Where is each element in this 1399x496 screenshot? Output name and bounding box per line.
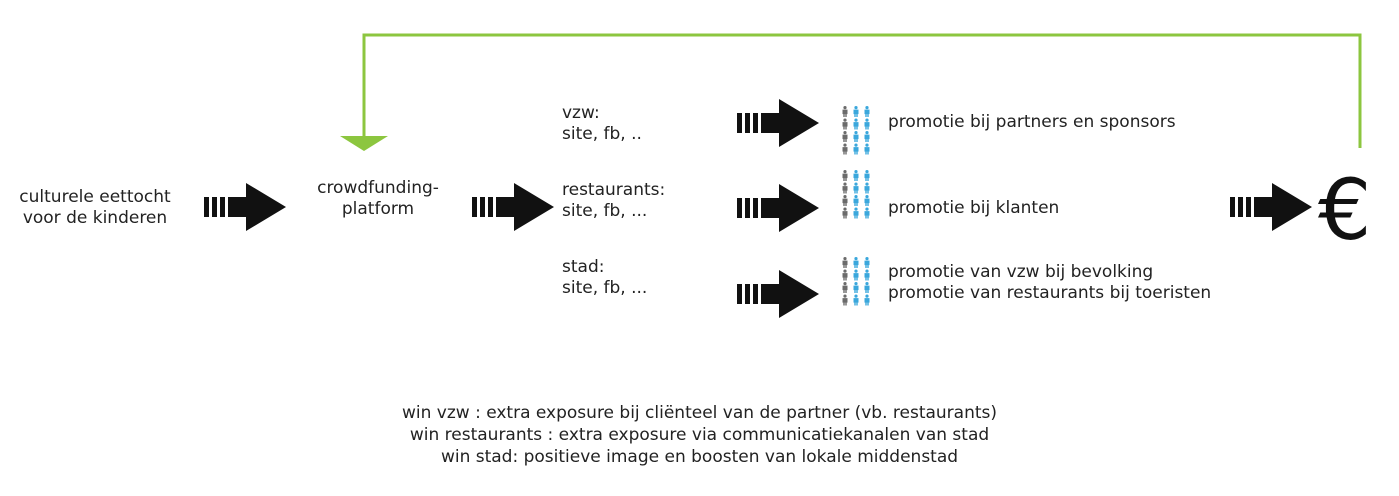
arrow-bar: [745, 198, 750, 218]
arrow-platform-to-channels: [472, 183, 554, 231]
note-stad: win stad: positieve image en boosten van…: [440, 447, 959, 467]
person-icon: [842, 207, 848, 219]
person-icon: [853, 269, 859, 281]
outcome-stad-label: promotie van vzw bij bevolking promotie …: [888, 262, 1212, 303]
person-icon: [853, 195, 859, 206]
arrow-bar: [472, 197, 477, 217]
person-icon: [864, 118, 870, 130]
person-icon: [864, 170, 870, 181]
person-icon: [842, 118, 848, 130]
outcome-vzw-label: promotie bij partners en sponsors: [888, 112, 1176, 132]
arrow-head: [1254, 183, 1312, 231]
feedback-loop: [340, 33, 1362, 151]
person-icon: [853, 170, 859, 181]
feedback-arrowhead: [340, 136, 388, 151]
arrow-bar: [737, 113, 742, 133]
person-icon: [853, 257, 859, 268]
arrow-bar: [1246, 197, 1251, 217]
arrow-bar: [480, 197, 485, 217]
arrow-bar: [212, 197, 217, 217]
arrow-bar: [753, 113, 758, 133]
person-icon: [842, 182, 848, 194]
person-icon: [842, 106, 848, 117]
note-restaurants: win restaurants : extra exposure via com…: [409, 425, 990, 445]
channel-stad-label: stad: site, fb, ...: [562, 257, 648, 298]
benefit-notes: win vzw : extra exposure bij cliënteel v…: [0, 402, 1399, 468]
platform-label: crowdfunding- platform: [317, 178, 439, 219]
person-icon: [853, 294, 859, 306]
arrow-bar: [204, 197, 209, 217]
arrow-bar: [1230, 197, 1235, 217]
arrow-bar: [745, 113, 750, 133]
note-vzw: win vzw : extra exposure bij cliënteel v…: [401, 403, 998, 423]
arrow-head: [761, 270, 819, 318]
person-icon: [842, 131, 848, 142]
arrow-bar: [737, 284, 742, 304]
person-icon: [864, 182, 870, 194]
person-icon: [853, 131, 859, 142]
arrow-head: [496, 183, 554, 231]
arrow-restaurants-to-people: [737, 184, 819, 232]
arrow-head: [761, 99, 819, 147]
person-icon: [842, 195, 848, 206]
person-icon: [864, 269, 870, 281]
person-icon: [864, 143, 870, 155]
person-icon: [864, 282, 870, 293]
person-icon: [853, 282, 859, 293]
arrow-stad-to-people: [737, 270, 819, 318]
person-icon: [853, 143, 859, 155]
euro-symbol: €: [1318, 161, 1372, 259]
person-icon: [842, 257, 848, 268]
source-label: culturele eettocht voor de kinderen: [19, 187, 171, 228]
person-icon: [864, 131, 870, 142]
arrow-bar: [745, 284, 750, 304]
arrow-vzw-to-people: [737, 99, 819, 147]
arrow-head: [761, 184, 819, 232]
person-icon: [842, 143, 848, 155]
person-icon: [864, 106, 870, 117]
person-icon: [853, 182, 859, 194]
person-icon: [864, 257, 870, 268]
arrow-bar: [753, 284, 758, 304]
channel-vzw-label: vzw: site, fb, ..: [562, 103, 642, 144]
channel-restaurants-label: restaurants: site, fb, ...: [562, 180, 666, 221]
people-group-restaurants: [842, 170, 870, 219]
arrow-to-euro: [1230, 183, 1312, 231]
arrow-bar: [220, 197, 225, 217]
feedback-line: [362, 33, 1362, 148]
person-icon: [864, 294, 870, 306]
person-icon: [842, 282, 848, 293]
person-icon: [864, 207, 870, 219]
outcome-restaurants-label: promotie bij klanten: [888, 198, 1060, 218]
arrow-bar: [488, 197, 493, 217]
arrow-head: [228, 183, 286, 231]
arrow-bar: [753, 198, 758, 218]
people-group-vzw: [842, 106, 870, 155]
people-group-stad: [842, 257, 870, 306]
person-icon: [864, 195, 870, 206]
person-icon: [842, 294, 848, 306]
arrow-bar: [737, 198, 742, 218]
person-icon: [853, 106, 859, 117]
arrow-bar: [1238, 197, 1243, 217]
arrow-source-to-platform: [204, 183, 286, 231]
person-icon: [842, 269, 848, 281]
person-icon: [842, 170, 848, 181]
person-icon: [853, 118, 859, 130]
person-icon: [853, 207, 859, 219]
